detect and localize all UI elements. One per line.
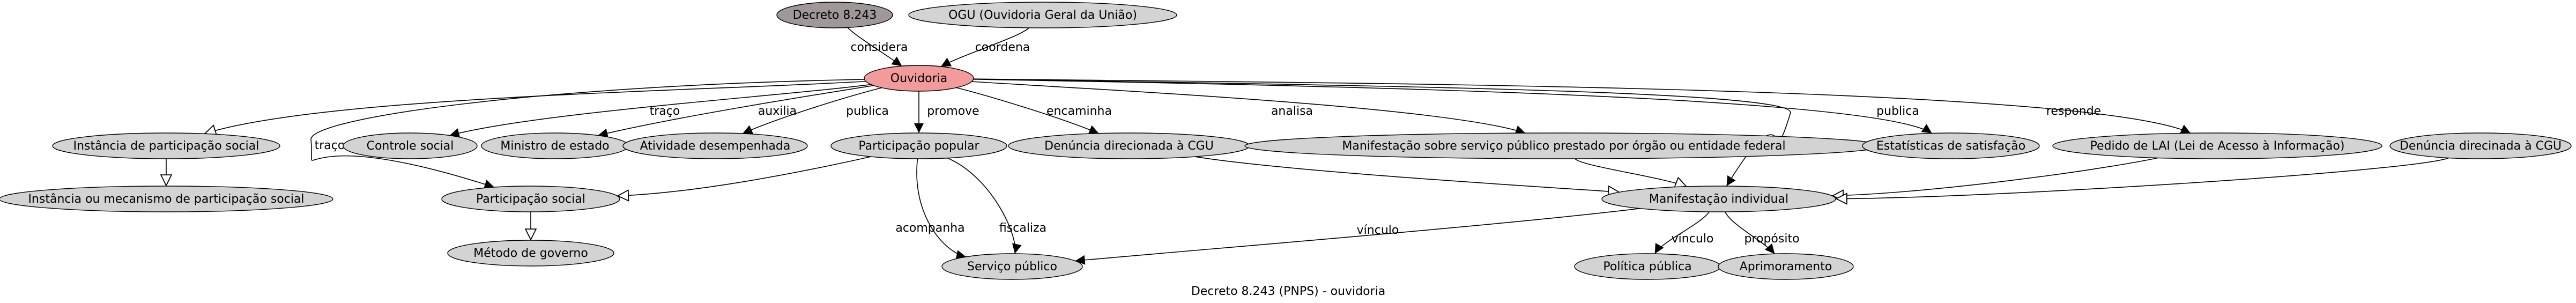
node-label-manifestacao-individual: Manifestação individual [1649,193,1788,206]
node-label-pedido-lai: Pedido de LAI (Lei de Acesso à Informaçã… [2090,139,2345,153]
edge-label-ouvidoria-to-atividade: publica [846,105,889,118]
node-shape-metodo [447,240,614,267]
edge-denuncia_1-to-manifestacao_individual [1194,156,1620,192]
edge-label-manifestacao_individual-to-aprimoramento: propósito [1744,232,1799,246]
node-shape-denuncia-2 [2389,132,2572,159]
node-label-ouvidoria: Ouvidoria [890,72,947,85]
edge-ouvidoria-to-manifestacao_individual [973,78,1791,187]
edge-layer: considera coordena traço traço auxilia public… [166,27,2449,265]
edge-ouvidoria-to-pedido_lai [973,78,2191,134]
node-label-estatisticas: Estatísticas de satisfação [1876,139,2025,153]
node-shape-ogu [908,2,1177,28]
node-ogu: OGU (Ouvidoria Geral da União) [908,2,1177,28]
node-label-aprimoramento: Aprimoramento [1740,260,1832,274]
edge-ouvidoria-to-instancia [204,80,866,134]
edge-manifestacao_individual-to-aprimoramento [1725,211,1775,254]
node-label-atividade: Atividade desempenhada [640,139,791,153]
node-estatisticas: Estatísticas de satisfação [1862,132,2040,159]
node-shape-servico-publico [941,253,1083,280]
edge-denuncia_2-to-manifestacao_individual [1836,157,2449,198]
edge-label-participacao_popular-to-servico_publico: fiscaliza [999,221,1046,235]
diagram-caption: Decreto 8.243 (PNPS) - ouvidoria [1191,285,1385,298]
node-label-servico-publico: Serviço público [967,260,1057,274]
node-label-instancia-mecanismo: Instância ou mecanismo de participação s… [28,193,304,206]
edge-ouvidoria-to-atividade [742,87,882,134]
node-label-participacao-social: Participação social [476,193,585,206]
node-shape-aprimoramento [1718,253,1854,280]
node-shape-participacao-popular [830,132,1007,159]
node-instancia-mecanismo: Instância ou mecanismo de participação s… [0,186,333,212]
node-ministro: Ministro de estado [481,132,629,159]
edge-label-manifestacao_individual-to-politica_publica: vínculo [1672,232,1714,246]
node-shape-atividade [622,132,808,159]
edge-label-ouvidoria-to-pedido_lai: responde [2046,105,2101,118]
edge-label-decreto-to-ouvidoria: considera [850,41,908,54]
node-shape-ouvidoria [864,65,974,92]
node-shape-estatisticas [1862,132,2040,159]
node-denuncia-1: Denúncia direcionada à CGU [1008,132,1250,159]
edge-manifestacao_servico-to-manifestacao_individual [1575,158,1687,187]
node-denuncia-2: Denúncia direcinada à CGU [2389,132,2572,159]
edge-ouvidoria-to-controle_social [449,84,871,138]
edge-label-manifestacao_individual-to-servico_publico: vínculo [1357,224,1399,237]
node-participacao-social: Participação social [441,186,620,212]
edge-manifestacao_individual-to-politica_publica [1654,211,1710,254]
edge-participacao_popular-to-servico_publico [947,157,1022,254]
node-label-instancia: Instância de participação social [73,139,259,153]
node-manifestacao-individual: Manifestação individual [1601,186,1836,212]
edge-label-ouvidoria-to-denuncia_1: encaminha [1046,105,1112,118]
edge-manifestacao_individual-to-servico_publico [1075,208,1640,265]
edge-label-ogu-to-ouvidoria: coordena [975,41,1030,54]
node-label-ministro: Ministro de estado [500,139,609,153]
edge-label-ouvidoria-to-participacao_popular: promove [927,105,979,118]
node-atividade: Atividade desempenhada [622,132,808,159]
node-participacao-popular: Participação popular [830,132,1007,159]
edge-ouvidoria-to-participacao_social [310,79,865,189]
node-label-politica-publica: Política pública [1603,260,1691,274]
edge-label-ouvidoria-to-ministro: auxilia [758,105,797,118]
node-shape-manifestacao-individual [1601,186,1836,212]
edge-participacao_popular-to-servico_publico [916,158,967,260]
node-instancia: Instância de participação social [52,132,280,159]
edge-ogu-to-ouvidoria [940,27,1029,67]
node-politica-publica: Política pública [1574,253,1721,280]
node-label-metodo: Método de governo [473,247,588,260]
node-controle-social: Controle social [343,132,478,159]
node-shape-participacao-social [441,186,620,212]
node-ouvidoria: Ouvidoria [864,65,974,92]
node-shape-instancia [52,132,280,159]
node-layer: Decreto 8.243 OGU (Ouvidoria Geral da Uni… [0,2,2572,280]
edge-ouvidoria-to-denuncia_1 [956,87,1100,135]
edge-label-ouvidoria-to-manifestacao_servico: analisa [1271,105,1313,118]
edge-ouvidoria-to-ministro [598,85,874,138]
node-label-denuncia-1: Denúncia direcionada à CGU [1044,139,1214,153]
edge-pedido_lai-to-manifestacao_individual [1832,157,2159,196]
node-manifestacao-servico: Manifestação sobre serviço público prest… [1244,132,1883,159]
node-servico-publico: Serviço público [941,253,1083,280]
edge-ouvidoria-to-manifestacao_servico [971,81,1526,135]
node-label-decreto: Decreto 8.243 [793,9,877,22]
node-aprimoramento: Aprimoramento [1718,253,1854,280]
node-label-manifestacao-servico: Manifestação sobre serviço público prest… [1342,139,1785,153]
edge-label-ouvidoria-to-estatisticas: publica [1876,105,1919,118]
edge-ouvidoria-to-estatisticas [973,79,1933,134]
edge-label-ouvidoria-to-participacao_social: traço [315,139,345,152]
node-shape-instancia-mecanismo [0,186,333,212]
edge-participacao_popular-to-participacao_social [617,156,871,196]
node-metodo: Método de governo [447,240,614,267]
edge-label-participacao_popular-to-servico_publico: acompanha [895,221,964,235]
node-shape-decreto [776,2,893,28]
node-shape-controle-social [343,132,478,159]
edge-label-ouvidoria-to-controle_social: traço [650,105,680,118]
node-decreto: Decreto 8.243 [776,2,893,28]
node-label-ogu: OGU (Ouvidoria Geral da União) [948,9,1137,22]
node-label-participacao-popular: Participação popular [858,139,979,153]
node-pedido-lai: Pedido de LAI (Lei de Acesso à Informaçã… [2052,132,2382,159]
node-label-denuncia-2: Denúncia direcinada à CGU [2400,139,2562,153]
edge-decreto-to-ouvidoria [847,27,902,66]
node-shape-pedido-lai [2052,132,2382,159]
node-label-controle-social: Controle social [367,139,454,153]
